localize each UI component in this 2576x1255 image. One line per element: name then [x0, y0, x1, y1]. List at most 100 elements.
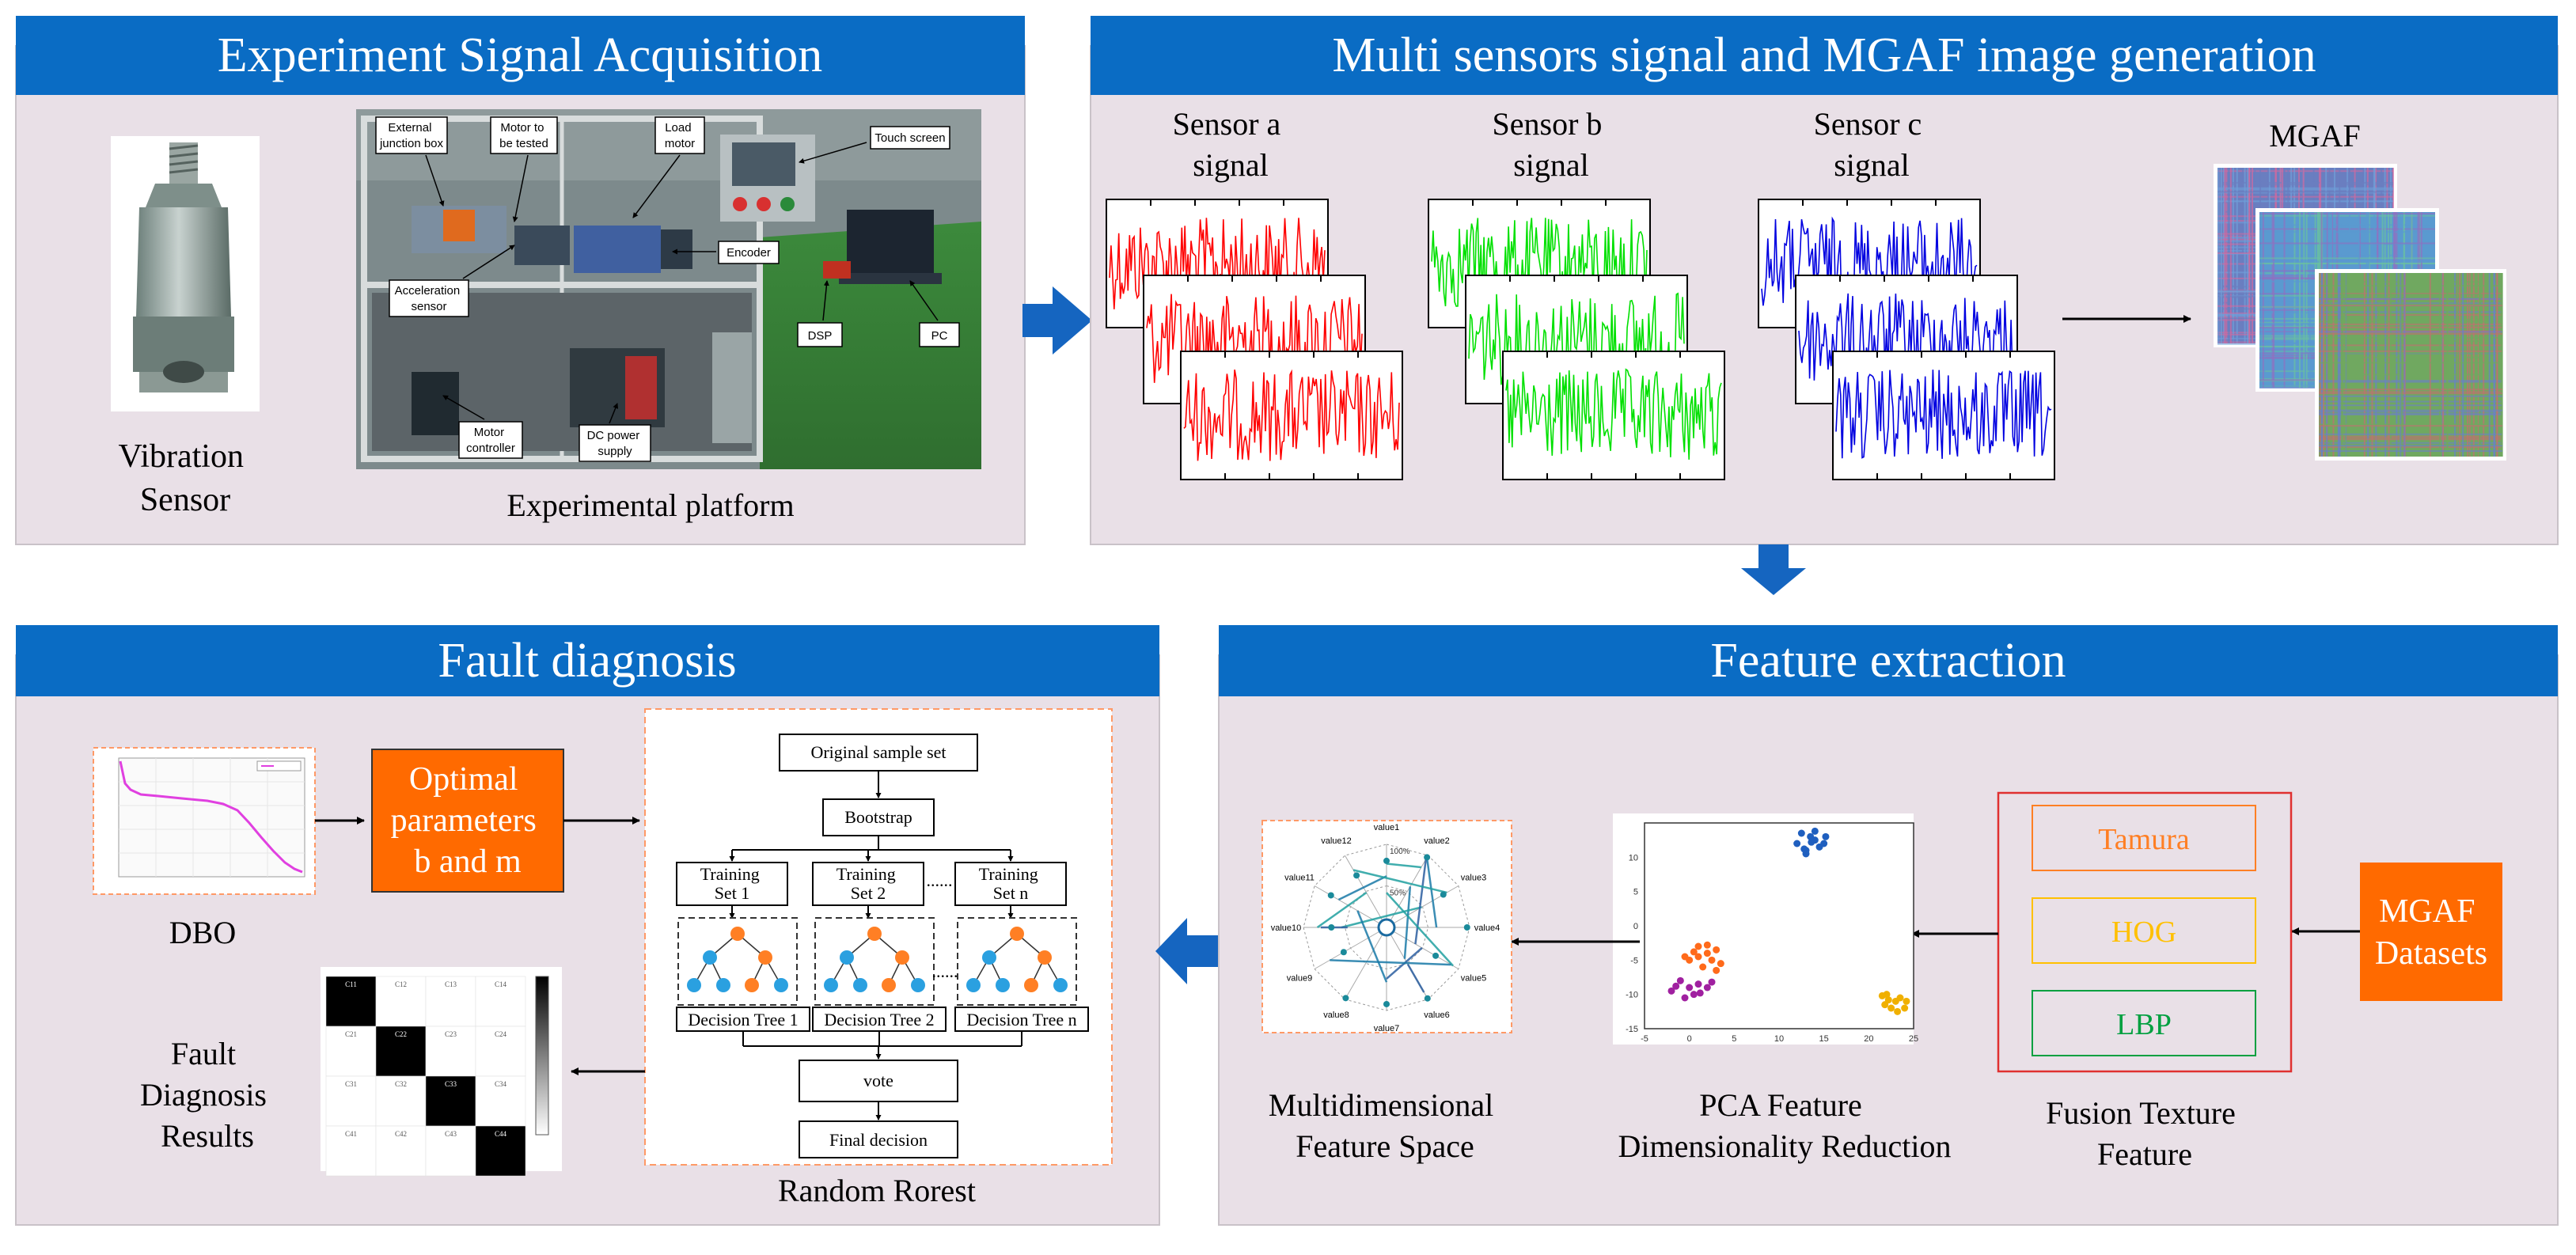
- confusion-cell: C44: [475, 1125, 526, 1177]
- pca-point: [1896, 994, 1904, 1002]
- pca-y-tick: 10: [1629, 853, 1638, 863]
- pca-y-tick: -15: [1626, 1025, 1638, 1034]
- pca-point: [1694, 942, 1702, 950]
- sensor-b-trace-3: [1502, 351, 1725, 480]
- mgaf-label: MGAF: [2269, 118, 2361, 154]
- fusion-texture-box: [1997, 791, 2293, 1073]
- pca-point: [1696, 989, 1704, 997]
- pca-point: [1703, 941, 1711, 949]
- flow-decision-tree-2: Decision Tree 2: [824, 1010, 934, 1029]
- fusion-label: Fusion Texture Feature: [2046, 1095, 2244, 1172]
- pca-x-tick: -5: [1641, 1034, 1648, 1044]
- pca-point: [1713, 946, 1720, 954]
- callout-touch-screen: Touch screen: [874, 131, 945, 145]
- sensor-c-label: Sensor c signal: [1814, 106, 1930, 183]
- callout-motor-to-be-tested: Motor to be tested: [499, 121, 548, 150]
- pca-point: [1903, 997, 1910, 1005]
- pca-point: [1811, 827, 1819, 835]
- pca-point: [1808, 838, 1815, 846]
- pca-label: PCA Feature Dimensionality Reduction: [1618, 1087, 1951, 1164]
- hog-label: HOG: [2111, 916, 2176, 949]
- pca-point: [1894, 1007, 1902, 1015]
- callout-dsp: DSP: [808, 329, 833, 343]
- pca-point: [1884, 996, 1892, 1004]
- random-forest-label: Random Rorest: [778, 1173, 976, 1208]
- callout-pc: PC: [931, 329, 948, 343]
- pca-y-tick: -5: [1630, 956, 1638, 965]
- confusion-cell-label: C44: [495, 1130, 507, 1138]
- pca-point: [1699, 963, 1707, 971]
- confusion-cell: C21: [325, 1026, 377, 1077]
- flow-arrow-extraction-to-diagnosis: [1155, 918, 1219, 984]
- pca-point: [1887, 1004, 1895, 1012]
- radar-axis-label: value7: [1374, 1024, 1399, 1033]
- panel-extraction-title: Feature extraction: [1710, 634, 2066, 688]
- confusion-cell: C33: [425, 1075, 476, 1127]
- tree-glyph-2: [824, 927, 925, 992]
- pca-point: [1703, 950, 1711, 957]
- confusion-cell-label: C24: [495, 1030, 507, 1038]
- pca-y-tick: -10: [1626, 991, 1638, 1000]
- pca-x-tick: 20: [1864, 1034, 1873, 1044]
- flow-ellipsis: ......: [927, 870, 953, 890]
- radar-axis-label: value5: [1461, 974, 1486, 984]
- confusion-cell: C11: [325, 976, 377, 1027]
- radar-axis-label: value10: [1271, 923, 1302, 933]
- mgaf-datasets-box: [2360, 863, 2502, 1001]
- confusion-cell-label: C31: [345, 1080, 357, 1088]
- radar-axis-label: value2: [1424, 836, 1449, 846]
- pca-point: [1690, 991, 1698, 999]
- confusion-cell-label: C42: [395, 1130, 407, 1138]
- lbp-label: LBP: [2116, 1008, 2172, 1041]
- confusion-cell-label: C32: [395, 1080, 407, 1088]
- pca-x-tick: 15: [1819, 1034, 1829, 1044]
- pca-point: [1703, 984, 1711, 991]
- pca-point: [1797, 829, 1805, 837]
- confusion-cell-label: C11: [345, 980, 357, 988]
- pca-y-tick: 5: [1633, 888, 1638, 897]
- flow-training-set-n: Training Set n: [979, 864, 1042, 903]
- pca-x-tick: 25: [1909, 1034, 1918, 1044]
- flow-arrow-acquisition-to-generation: [1022, 286, 1092, 355]
- radar-axis-label: value8: [1323, 1010, 1349, 1020]
- tree-glyph-3: [966, 927, 1068, 992]
- fault-results-label: Fault Diagnosis Results: [140, 1036, 275, 1154]
- confusion-cell-label: C23: [445, 1030, 457, 1038]
- sensor-a-trace-3: [1180, 351, 1403, 480]
- panel-feature-extraction: Feature extraction MGAF Datasets Tamura …: [1218, 625, 2559, 1226]
- radar-axis-label: value9: [1287, 974, 1312, 984]
- flow-arrow-generation-to-extraction: [1741, 544, 1806, 595]
- decision-tree-glyphs: [687, 927, 1068, 992]
- pca-x-tick: 5: [1732, 1034, 1736, 1044]
- pca-point: [1708, 978, 1716, 986]
- radar-axis-label: value11: [1284, 874, 1315, 883]
- platform-callouts: External junction box Motor to be tested…: [375, 116, 960, 462]
- hog-box: [2032, 897, 2256, 964]
- radar-axis-label: value12: [1321, 836, 1352, 846]
- mgaf-datasets-text: MGAF Datasets: [2375, 893, 2487, 972]
- pca-point: [1667, 987, 1675, 995]
- mgaf-image-3: [2315, 269, 2506, 461]
- confusion-cell-label: C21: [345, 1030, 357, 1038]
- callout-motor-controller: Motor controller: [466, 426, 515, 455]
- callout-external-junction-box: External junction box: [379, 121, 444, 150]
- confusion-cell: C32: [375, 1075, 427, 1127]
- flow-original-sample-set: Original sample set: [810, 742, 946, 762]
- panel-acquisition-title: Experiment Signal Acquisition: [218, 28, 823, 82]
- confusion-cell: C23: [425, 1026, 476, 1077]
- confusion-cell: C13: [425, 976, 476, 1027]
- confusion-cell-label: C34: [495, 1080, 507, 1088]
- pca-point: [1822, 832, 1830, 840]
- sensor-b-label: Sensor b signal: [1493, 106, 1610, 183]
- confusion-cell: C22: [375, 1026, 427, 1077]
- panel-fault-diagnosis: Fault diagnosis DBO Optimal parameters b…: [15, 625, 1160, 1226]
- callout-acceleration-sensor: Acceleration sensor: [395, 284, 464, 313]
- pca-point: [1807, 832, 1815, 840]
- confusion-cell: C42: [375, 1125, 427, 1177]
- confusion-cell-label: C22: [395, 1030, 407, 1038]
- confusion-cell: C41: [325, 1125, 377, 1177]
- radar-axis-label: value3: [1461, 874, 1486, 883]
- pca-point: [1690, 948, 1698, 956]
